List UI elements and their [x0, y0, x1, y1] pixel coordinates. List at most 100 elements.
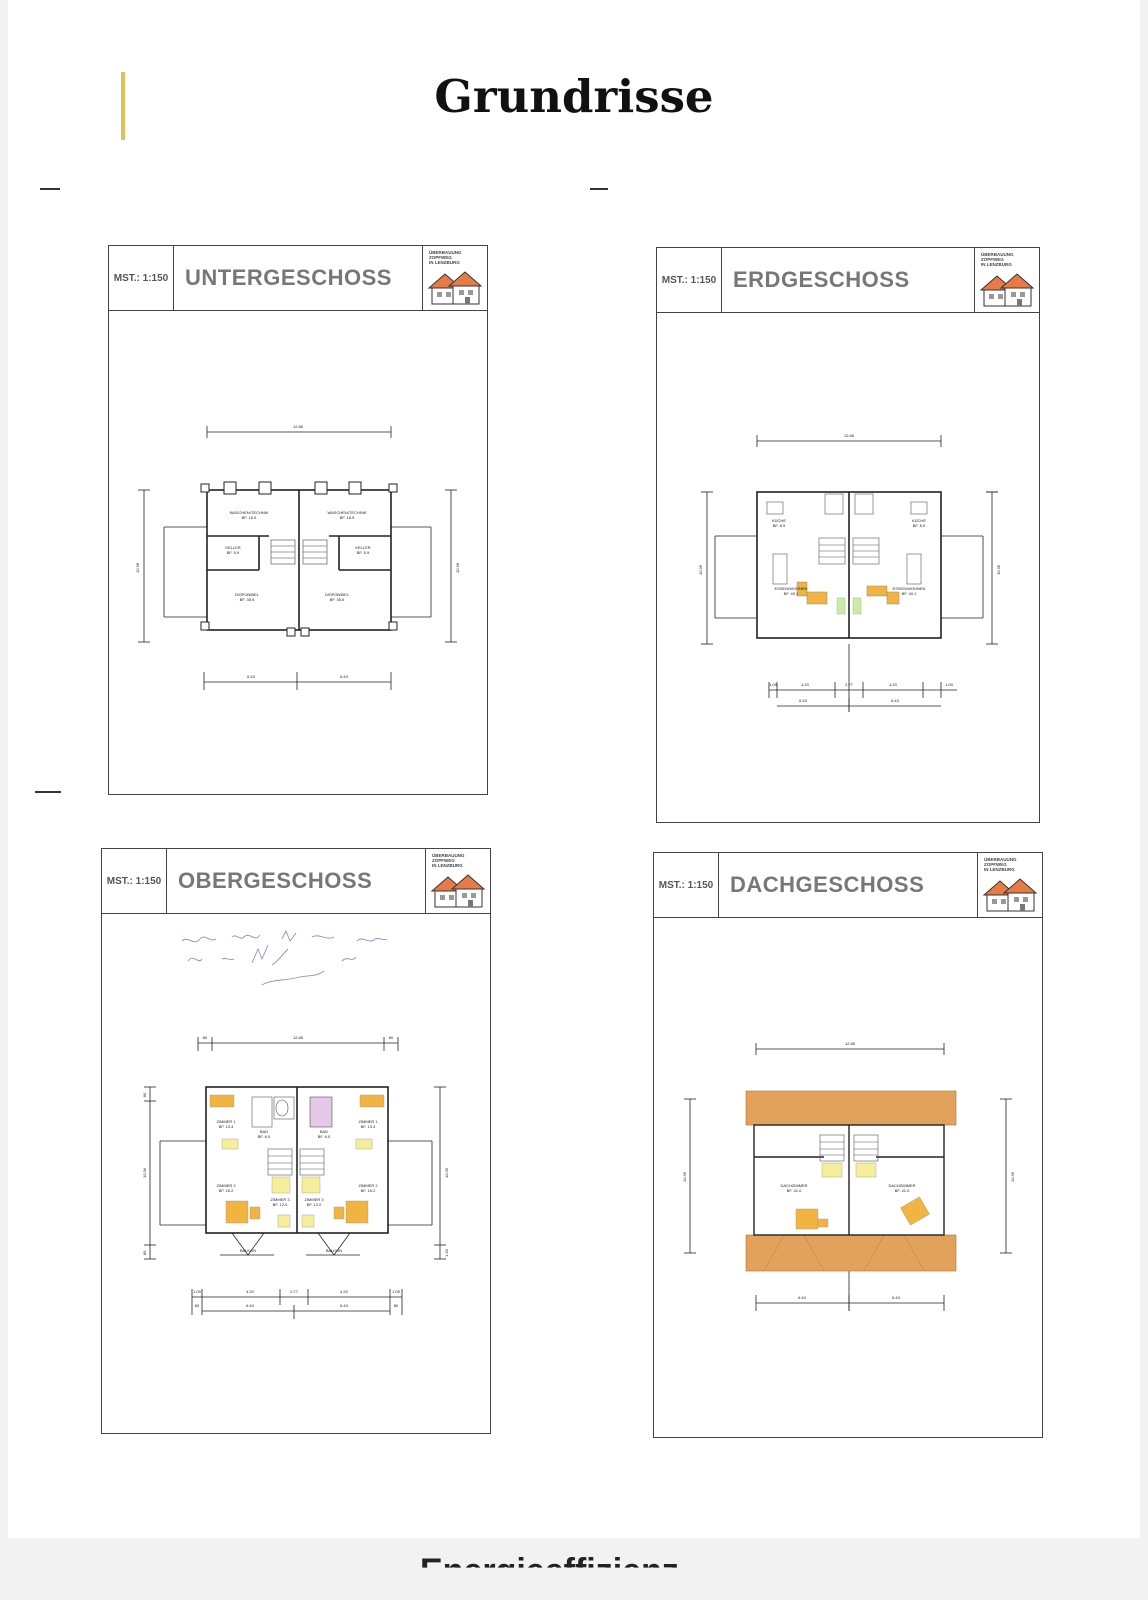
room-label: WASCHEN/TECHNIK [230, 510, 269, 515]
room-label: ESSEN/WOHNEN [893, 586, 926, 591]
plan-scale: MST.: 1:150 [657, 248, 722, 312]
dim-label: 10.36 [1010, 1171, 1015, 1182]
scan-mark [40, 188, 60, 190]
room-area: BF. 6.0 [318, 1134, 331, 1139]
page-title: Grundrisse [434, 70, 714, 123]
dim-label: 12.86 [845, 1041, 856, 1046]
dim-label: 6.43 [799, 698, 808, 703]
room-label: ZIMMER 3 [304, 1197, 324, 1202]
room-area: BF. 35.6 [240, 597, 255, 602]
room-label: ZIMMER 1 [216, 1119, 236, 1124]
next-section-title: Energieeffizienz [420, 1552, 679, 1590]
house-icon [982, 878, 1038, 912]
room-label: DISPONIBEL [325, 592, 350, 597]
plan-scale: MST.: 1:150 [102, 849, 167, 913]
room-area: BF. 41.0 [895, 1188, 910, 1193]
floor-plan-drawing: 12.86 10.36 10.36 6.43 6.43 DACHZIMMER B… [654, 919, 1042, 1437]
room-label: ZIMMER 2 [358, 1183, 378, 1188]
dim-label: 6.43 [891, 698, 900, 703]
dim-label: 10.36 [698, 564, 703, 575]
room-label: KELLER [355, 545, 370, 550]
room-label: BAD [260, 1129, 268, 1134]
room-label: BALKON [326, 1248, 342, 1253]
accent-bar [121, 72, 125, 140]
room-area: BF. 13.4 [219, 1124, 234, 1129]
house-icon [979, 273, 1035, 307]
house-icon [427, 271, 483, 305]
dim-label: 4.20 [340, 1289, 349, 1294]
room-area: BF. 8.5 [913, 523, 926, 528]
room-label: ZIMMER 3 [270, 1197, 290, 1202]
dim-label: 10.36 [455, 562, 460, 573]
dim-label: 1.09 [945, 682, 954, 687]
dim-label: 80 [195, 1303, 200, 1308]
room-label: ZIMMER 2 [216, 1183, 236, 1188]
room-label: BALKON [240, 1248, 256, 1253]
room-label: BAD [320, 1129, 328, 1134]
dim-label: 10.36 [682, 1171, 687, 1182]
dim-label: 10.36 [444, 1167, 449, 1178]
floor-title: UNTERGESCHOSS [185, 265, 392, 290]
scan-mark [590, 188, 608, 190]
dim-label: 12.86 [293, 424, 304, 429]
scan-mark [35, 791, 61, 793]
floor-plan-drawing: 12.86 10.36 10.36 1.09 4.20 2.77 4.20 1.… [657, 314, 1039, 822]
dim-label: 1.09 [193, 1289, 202, 1294]
dim-label: 80 [394, 1303, 399, 1308]
room-area: BF. 16.5 [340, 515, 355, 520]
dim-label: 6.43 [892, 1295, 901, 1300]
room-area: BF. 6.0 [258, 1134, 271, 1139]
room-area: BF. 40.1 [784, 591, 799, 596]
room-area: BF. 16.5 [242, 515, 257, 520]
room-area: BF. 12.0 [307, 1202, 322, 1207]
dim-label: 4.20 [246, 1289, 255, 1294]
room-label: KELLER [225, 545, 240, 550]
room-area: BF. 5.9 [227, 550, 240, 555]
dim-label: 80 [142, 1250, 147, 1255]
plan-scale: MST.: 1:150 [109, 246, 174, 310]
dim-label: 80 [142, 1092, 147, 1097]
dim-label: 4.20 [801, 682, 810, 687]
room-area: BF. 16.2 [361, 1188, 376, 1193]
room-label: DISPONIBEL [235, 592, 260, 597]
room-label: KÜCHE [912, 518, 926, 523]
house-icon [430, 874, 486, 908]
dim-label: 10.36 [142, 1167, 147, 1178]
room-label: DACHZIMMER [780, 1183, 807, 1188]
dim-label: 6.43 [247, 674, 256, 679]
dim-label: 80 [389, 1035, 394, 1040]
dim-label: 4.20 [889, 682, 898, 687]
dim-label: 1.30 [444, 1248, 449, 1257]
room-area: BF. 5.9 [357, 550, 370, 555]
room-label: ESSEN/WOHNEN [775, 586, 808, 591]
floor-title: ERDGESCHOSS [733, 267, 910, 292]
dim-label: 6.43 [798, 1295, 807, 1300]
floor-title: OBERGESCHOSS [178, 868, 373, 893]
room-area: BF. 35.6 [330, 597, 345, 602]
dim-label: 1.09 [769, 682, 778, 687]
dim-label: 12.86 [293, 1035, 304, 1040]
room-label: DACHZIMMER [888, 1183, 915, 1188]
dim-label: 2.77 [290, 1289, 299, 1294]
floor-plan-drawing: 12.86 80 80 80 10.36 80 10.36 1.30 1.09 … [102, 915, 490, 1433]
handwritten-note [181, 929, 388, 986]
dim-label: 2.77 [845, 682, 854, 687]
dim-label: 6.43 [246, 1303, 255, 1308]
room-area: BF. 40.1 [902, 591, 917, 596]
dim-label: 6.43 [340, 674, 349, 679]
